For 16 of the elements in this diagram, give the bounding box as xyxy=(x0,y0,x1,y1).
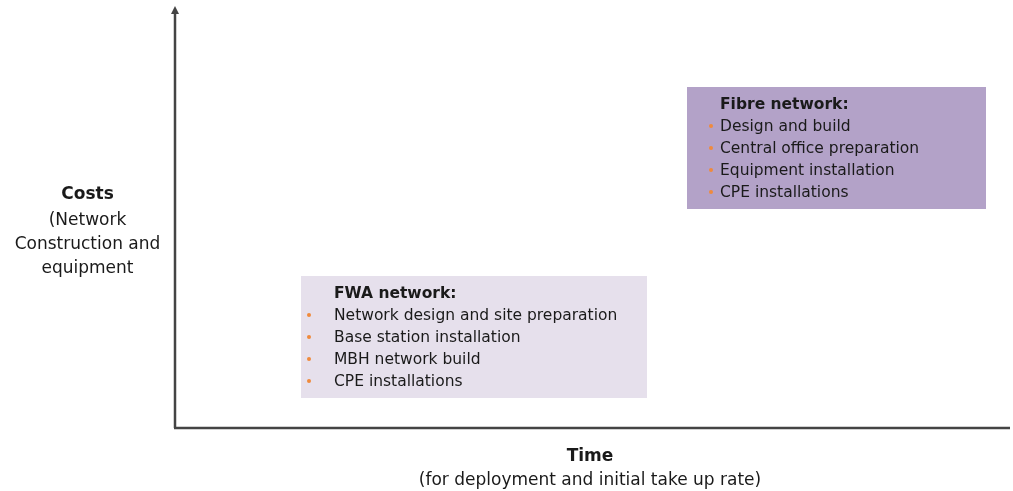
axis-title: Costs xyxy=(60,182,115,205)
axis-subtitle: (for deployment and initial take up rate) xyxy=(417,468,763,491)
axis-title: Time xyxy=(565,444,615,467)
list-item: MBH network build xyxy=(334,350,481,368)
panel-heading: FWA network: xyxy=(334,284,457,302)
list-item: CPE installations xyxy=(720,183,849,201)
info-panel xyxy=(301,276,647,398)
list-item: CPE installations xyxy=(334,372,463,390)
list-item: Base station installation xyxy=(334,328,521,346)
list-item: Equipment installation xyxy=(720,161,895,179)
list-item: Design and build xyxy=(720,117,851,135)
panel-heading: Fibre network: xyxy=(720,95,849,113)
info-panel xyxy=(687,87,986,209)
list-item: Network design and site preparation xyxy=(334,306,618,324)
list-item: Central office preparation xyxy=(720,139,920,157)
axis-subtitle: (Network Construction and equipment xyxy=(13,208,162,279)
